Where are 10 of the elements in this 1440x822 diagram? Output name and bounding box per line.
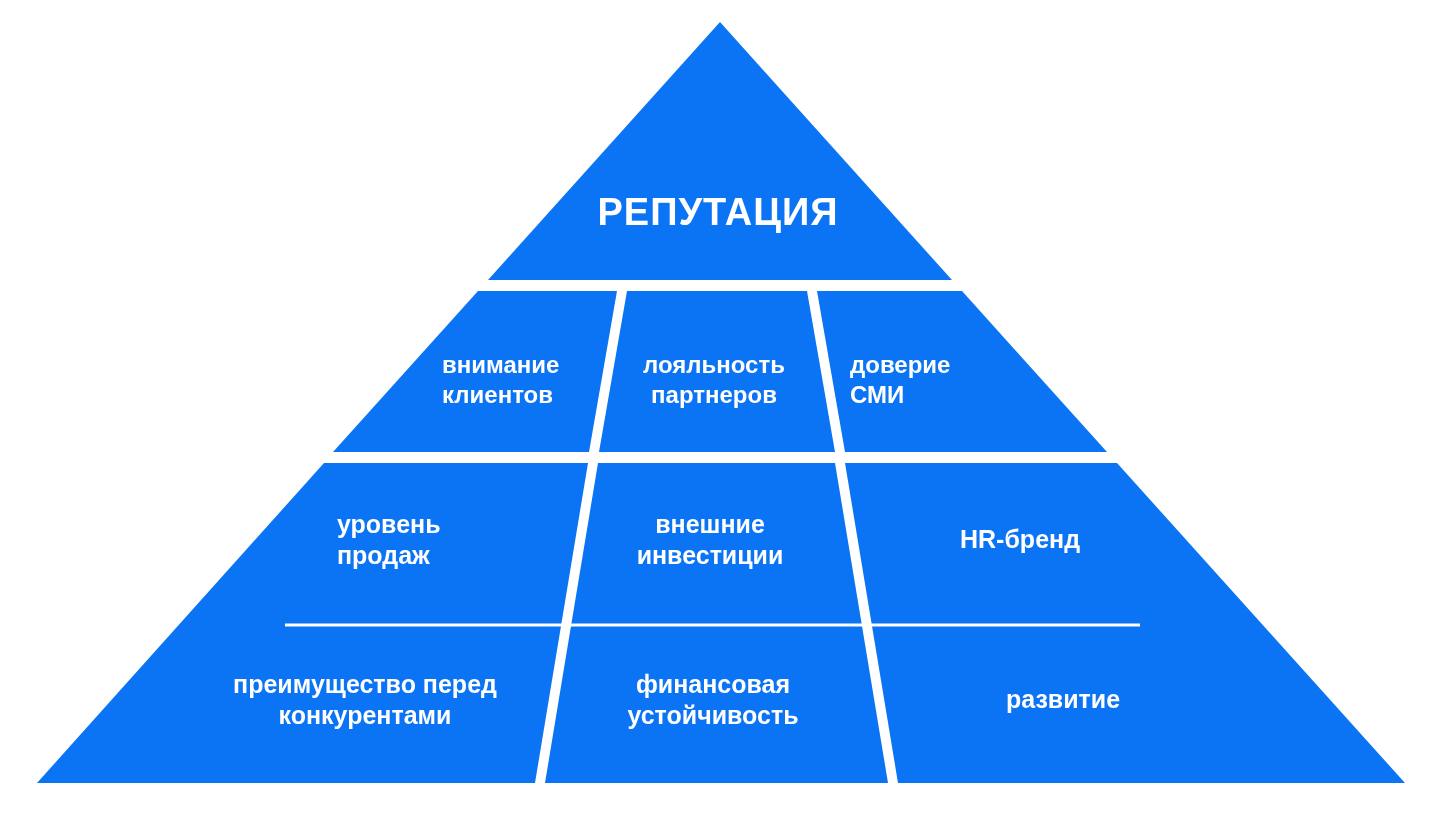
segment-label: доверие СМИ [850, 350, 952, 410]
segment-label: преимущество перед конкурентами [232, 668, 498, 731]
segment-label: РЕПУТАЦИЯ [597, 190, 839, 236]
segment-label: лояльность партнеров [642, 350, 786, 410]
segment-label: развитие [1005, 684, 1121, 716]
segment-label: внешние инвестиции [635, 508, 785, 571]
segment-label: HR-бренд [960, 524, 1080, 556]
segment-label: уровень продаж [337, 508, 442, 571]
segment-label: внимание клиентов [442, 350, 561, 410]
segment-label: финансовая устойчивость [626, 668, 800, 731]
